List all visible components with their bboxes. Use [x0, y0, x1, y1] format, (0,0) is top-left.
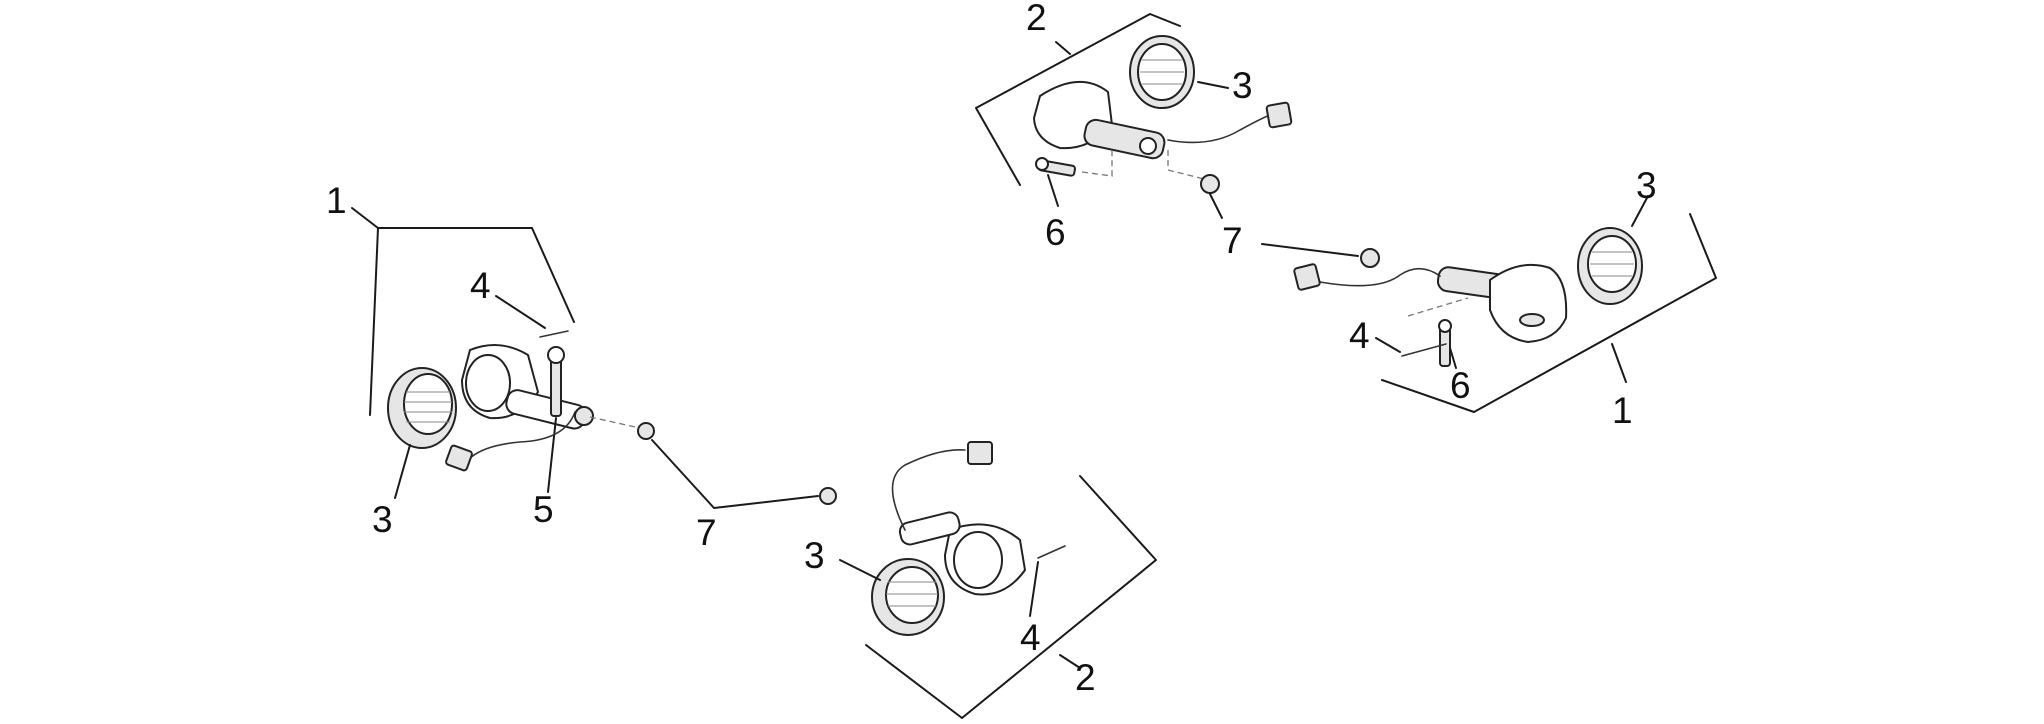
- callout-2-bottom: 2: [1075, 657, 1096, 698]
- axis-right-front-b: [1167, 150, 1209, 181]
- leader-5-left: [547, 417, 557, 493]
- leader-1-left: [351, 207, 379, 229]
- left-rear-indicator-assembly: [839, 441, 1157, 719]
- leader-4-right: [1375, 337, 1401, 353]
- connector-right-front: [1265, 101, 1293, 129]
- callout-3-left: 3: [372, 499, 393, 540]
- lamp-housing-left-rear: [898, 511, 1026, 596]
- callout-1-right: 1: [1612, 390, 1633, 431]
- leader-7-left: [651, 439, 819, 509]
- right-front-indicator-assembly: [975, 13, 1293, 219]
- wire-right-rear: [1319, 267, 1441, 287]
- axis-right-rear: [1407, 297, 1469, 317]
- callout-4-right: 4: [1349, 315, 1370, 356]
- leader-4-left: [495, 295, 546, 329]
- lens-ring-right-rear: [1577, 227, 1643, 305]
- leader-6-right: [1449, 347, 1457, 369]
- callout-4-left: 4: [470, 265, 491, 306]
- lens-ring-left-front: [387, 367, 457, 449]
- callout-5-left: 5: [533, 489, 554, 530]
- lamp-housing-right-rear: [1436, 263, 1568, 343]
- leader-7-right: [1261, 243, 1359, 257]
- screw-item-4-left: [539, 330, 569, 338]
- leader-2-bottom: [1059, 654, 1081, 669]
- right-rear-indicator-assembly: [1261, 195, 1717, 413]
- screw-item-4-bottom: [1037, 545, 1066, 559]
- connector-left-front: [445, 444, 473, 472]
- bracket-assembly-2-top: [975, 13, 1181, 186]
- screw-item-5-left: [547, 346, 565, 417]
- leader-6-top: [1047, 174, 1059, 207]
- bracket-assembly-2-bottom: [865, 475, 1157, 719]
- callout-6-right: 6: [1450, 365, 1471, 406]
- screw-item-4-right: [1401, 343, 1447, 357]
- left-front-indicator-assembly: [351, 207, 641, 499]
- leader-3-bottom: [839, 559, 881, 581]
- nut-item-7-top: [1200, 174, 1220, 194]
- nut-item-7-left-a: [637, 422, 655, 440]
- screw-item-6-right: [1438, 319, 1452, 367]
- callout-7-left: 7: [696, 512, 717, 553]
- callout-3-bottom: 3: [804, 535, 825, 576]
- leader-7-top: [1209, 193, 1223, 219]
- wire-right-front: [1167, 114, 1271, 144]
- axis-left-front: [589, 416, 641, 429]
- screw-item-6-top: [1035, 157, 1076, 177]
- callout-7-top: 7: [1222, 220, 1243, 261]
- connector-left-rear: [967, 441, 993, 465]
- callout-4-bottom: 4: [1020, 617, 1041, 658]
- nut-item-7-left-b: [819, 487, 837, 505]
- callout-6-top: 6: [1045, 212, 1066, 253]
- lens-ring-left-rear: [871, 558, 945, 636]
- leader-1-right: [1611, 343, 1627, 383]
- lamp-housing-left-front: [461, 344, 587, 430]
- callout-3-top: 3: [1232, 65, 1253, 106]
- leader-3-right: [1631, 195, 1649, 227]
- leader-3-top: [1197, 81, 1229, 89]
- leader-2-top: [1055, 41, 1071, 55]
- wire-left-rear: [891, 448, 966, 531]
- bracket-assembly-1-left: [369, 227, 575, 416]
- leader-4-bottom: [1029, 561, 1039, 617]
- socket-left-front: [574, 406, 594, 426]
- lens-ring-right-front: [1129, 35, 1195, 109]
- nut-group-left: [637, 422, 837, 509]
- leader-3-left-front: [394, 444, 411, 499]
- wire-left-front: [469, 411, 576, 459]
- connector-right-rear: [1293, 263, 1321, 291]
- callout-2-top: 2: [1026, 0, 1047, 38]
- nut-item-7-right: [1360, 248, 1380, 268]
- bracket-assembly-1-right: [1381, 213, 1717, 413]
- axis-right-front: [1081, 150, 1113, 177]
- lamp-housing-right-front: [1033, 80, 1166, 160]
- callout-1-left: 1: [326, 180, 347, 221]
- callout-3-right: 3: [1636, 165, 1657, 206]
